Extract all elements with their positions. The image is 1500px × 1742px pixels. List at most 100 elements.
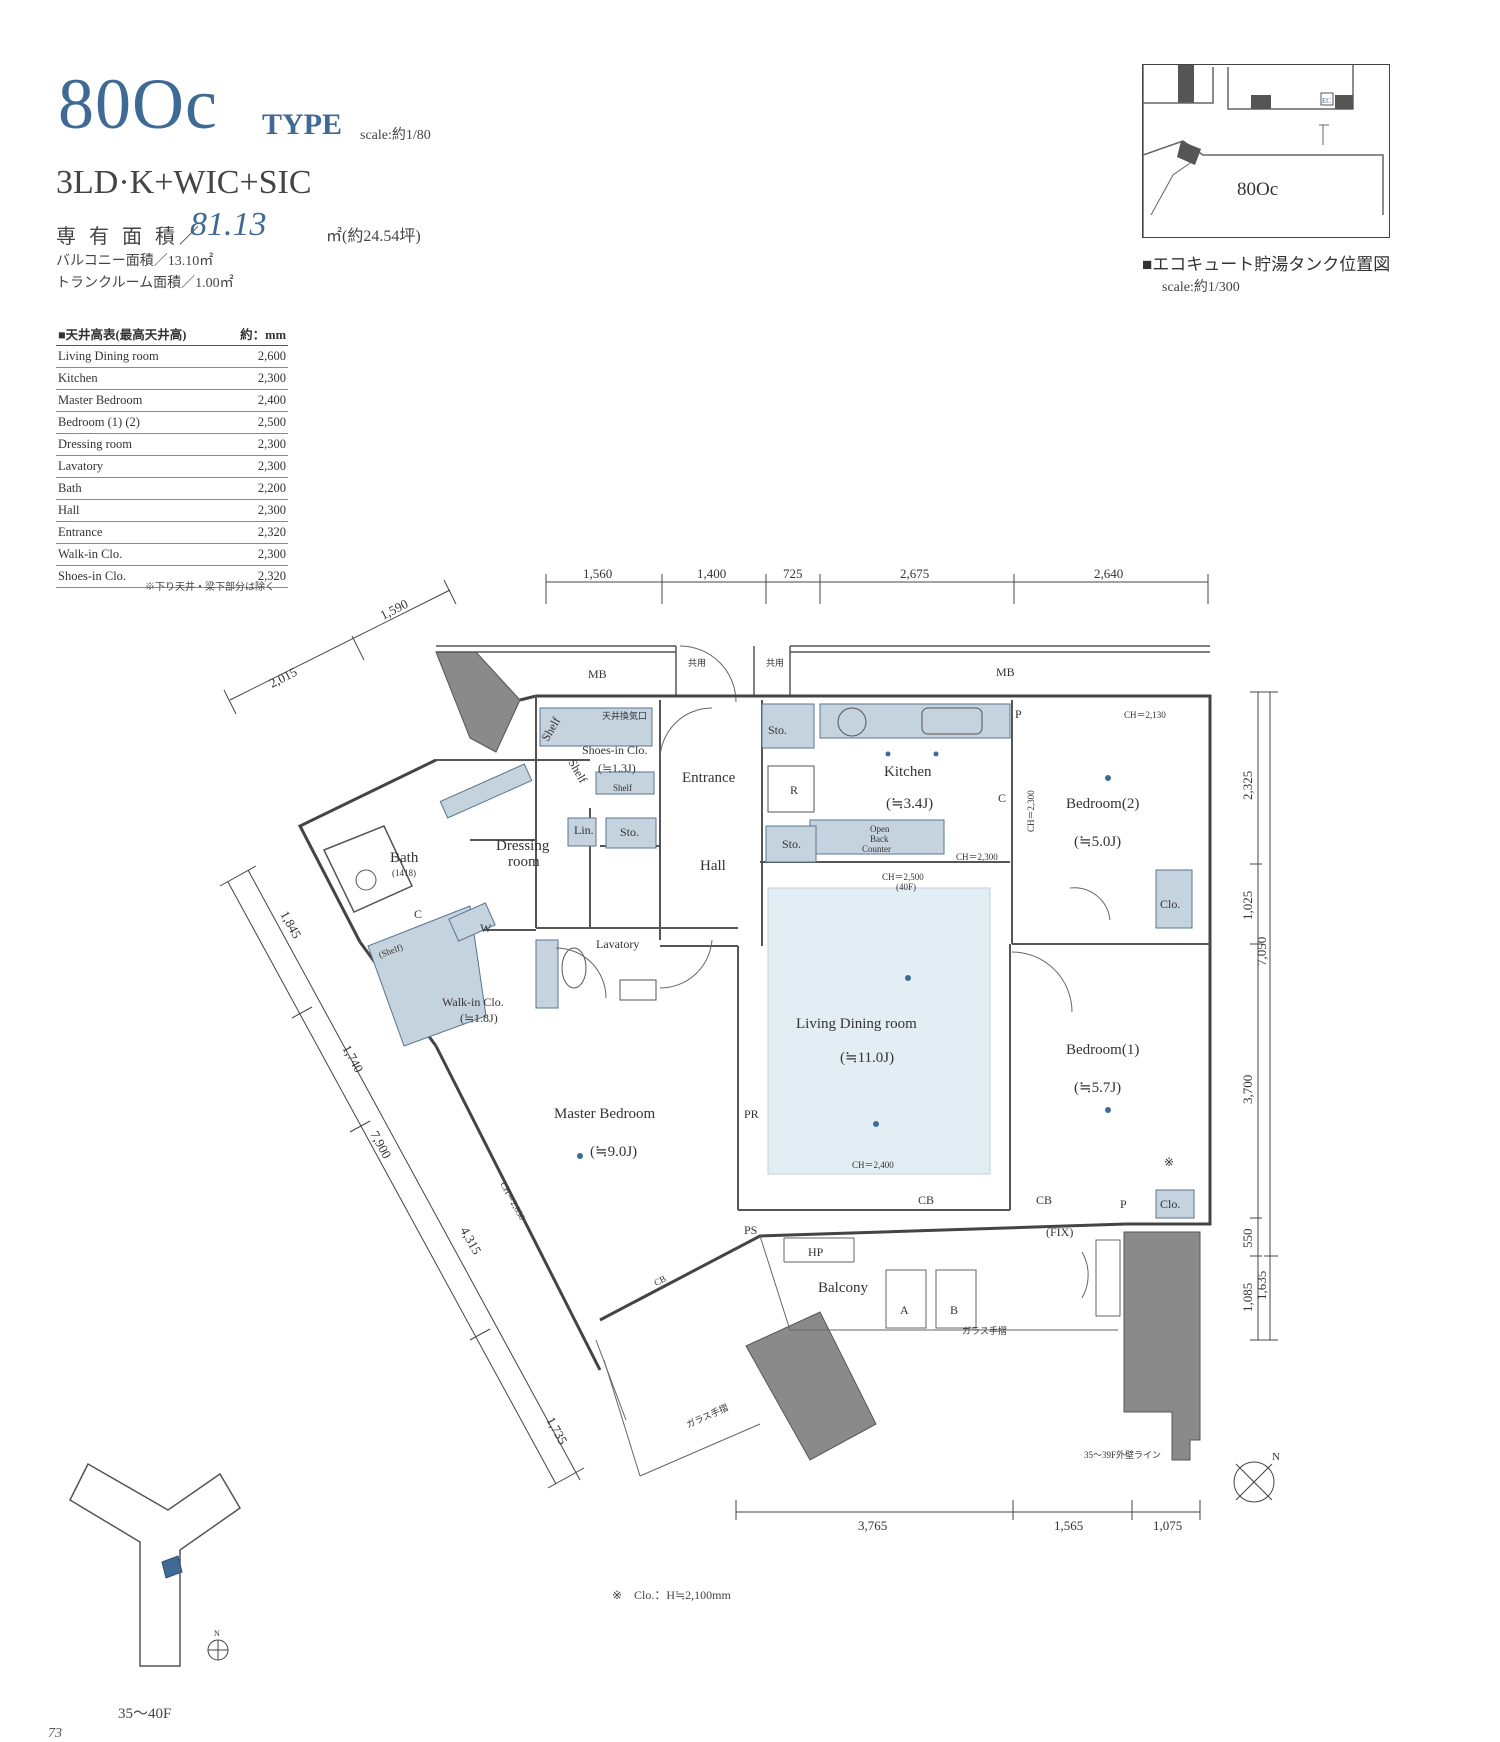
toilet-icon [561, 947, 587, 989]
unit-location-marker [161, 1555, 183, 1579]
w-label: W [480, 921, 492, 935]
dim-right-5: 550 [1240, 1229, 1255, 1249]
key-plan: EC 80Oc [1142, 64, 1390, 238]
sto-label-2: Sto. [782, 837, 801, 851]
fridge-space [767, 765, 815, 813]
back-counter-fixture [809, 819, 945, 855]
row-height: 2,300 [224, 433, 288, 456]
closet-fixture-b2 [1155, 869, 1193, 929]
kitchen-size: (≒3.4J) [886, 796, 933, 812]
glass-rail-label-2: ガラス手摺 [684, 1402, 729, 1430]
mb-right-label: MB [996, 665, 1015, 679]
closet-fixture-b1 [1155, 1189, 1195, 1219]
ch-2500-sub: (40F) [896, 882, 916, 892]
compass-n-label: N [214, 1629, 220, 1638]
dressing-label-1: Dressing [496, 838, 550, 854]
floors-label: 35～40F [118, 1706, 172, 1722]
area-value: 81.13 [190, 206, 267, 243]
hp-label: HP [808, 1245, 824, 1259]
cb-label-2: CB [1036, 1193, 1052, 1207]
dim-left-2: 1,740 [339, 1042, 366, 1075]
row-room: Entrance [56, 521, 225, 544]
row-room: Shoes-in Clo. [56, 565, 225, 588]
table-row: Walk-in Clo.2,300 [56, 543, 288, 566]
key-plan-scale: scale:約1/300 [1162, 280, 1240, 295]
area-unit: ㎡(約24.54坪) [326, 228, 421, 245]
type-code: 80Oc [58, 64, 218, 144]
bath-drain-icon [355, 869, 377, 891]
master-label: Master Bedroom [554, 1106, 656, 1122]
unit-b-label: B [950, 1303, 958, 1317]
row-room: Kitchen [56, 367, 225, 390]
row-room: Living Dining room [56, 345, 225, 368]
sto-label-3: Sto. [620, 825, 639, 839]
ch-2500-label: CH＝2,500 [882, 872, 924, 882]
wall-line-label: 35～39F外壁ライン [1084, 1449, 1161, 1460]
north-label: N [1272, 1451, 1280, 1463]
table-header: ■天井高表(最高天井高) 約：mm [56, 322, 288, 346]
row-room: Hall [56, 499, 225, 522]
row-room: Master Bedroom [56, 389, 225, 412]
key-unit-label: 80Oc [1237, 179, 1278, 200]
balcony-area: バルコニー面積／13.10㎡ [56, 254, 214, 269]
tenjo-label: 天井換気口 [602, 710, 647, 721]
pr-label: PR [744, 1107, 759, 1121]
table-unit: 約：mm [224, 322, 288, 346]
ch-2130-label: CH＝2,130 [1124, 710, 1166, 720]
dim-right-6: 1,085 [1240, 1283, 1255, 1312]
dim-bottom-2: 1,565 [1054, 1518, 1083, 1533]
type-word: TYPE [262, 108, 343, 141]
mb-left-label: MB [588, 667, 607, 681]
dim-top-4: 2,675 [900, 566, 929, 581]
sink-icon [921, 707, 983, 735]
north-arrow-icon: N [1233, 1451, 1280, 1503]
dim-left-4: 4,315 [457, 1224, 484, 1257]
ch-2030-label: CH＝2,030 [498, 1180, 527, 1222]
bottom-dimension-line [735, 1500, 1201, 1520]
balcony-rails [595, 1235, 1121, 1477]
kyoyo-1: 共用 [688, 658, 706, 668]
wic-label: Walk-in Clo. [442, 995, 504, 1009]
row-room: Walk-in Clo. [56, 543, 225, 566]
dim-right-2: 1,025 [1240, 891, 1255, 920]
ldr-floor-area [767, 887, 991, 1175]
fix-label: (FIX) [1046, 1225, 1073, 1239]
ch-2300-vertical: CH＝2,300 [1026, 790, 1036, 832]
bath-label: Bath [390, 850, 419, 866]
mb-strip [436, 645, 1210, 697]
cb-label-1: CB [918, 1193, 934, 1207]
door-swings [555, 707, 1111, 1299]
dim-diag-1: 2,015 [267, 664, 300, 691]
master-size: (≒9.0J) [590, 1144, 637, 1160]
left-dimension-line [219, 865, 585, 1489]
row-room: Dressing room [56, 433, 225, 456]
shelf-fixture [595, 771, 655, 795]
row-height: 2,300 [224, 543, 288, 566]
row-height: 2,300 [224, 367, 288, 390]
wic-size: (≒1.8J) [460, 1011, 498, 1025]
cb-label-3: CB [652, 1273, 667, 1287]
w-fixture [448, 902, 496, 942]
sto-fixture-3 [605, 817, 657, 849]
key-plan-caption: ■エコキュート貯湯タンク位置図 [1142, 255, 1391, 274]
hall-label: Hall [700, 858, 726, 874]
obc-2: Back [870, 834, 889, 844]
table-row: Bedroom (1) (2)2,500 [56, 411, 288, 434]
bath-counter-fixture [439, 763, 533, 819]
shoes-closet-fixture [539, 707, 653, 747]
diagonal-dimension-line [223, 579, 457, 715]
dim-right-7: 1,635 [1254, 1271, 1269, 1300]
lin-fixture [567, 817, 597, 847]
unit-a-label: A [900, 1303, 909, 1317]
dim-right-4: 3,700 [1240, 1075, 1255, 1104]
fridge-label: R [790, 783, 798, 797]
row-room: Lavatory [56, 455, 225, 478]
plan-scale: scale:約1/80 [360, 128, 431, 143]
dim-left-5: 1,735 [543, 1414, 570, 1447]
glass-rail-label: ガラス手摺 [962, 1325, 1007, 1336]
obc-1: Open [870, 824, 890, 834]
